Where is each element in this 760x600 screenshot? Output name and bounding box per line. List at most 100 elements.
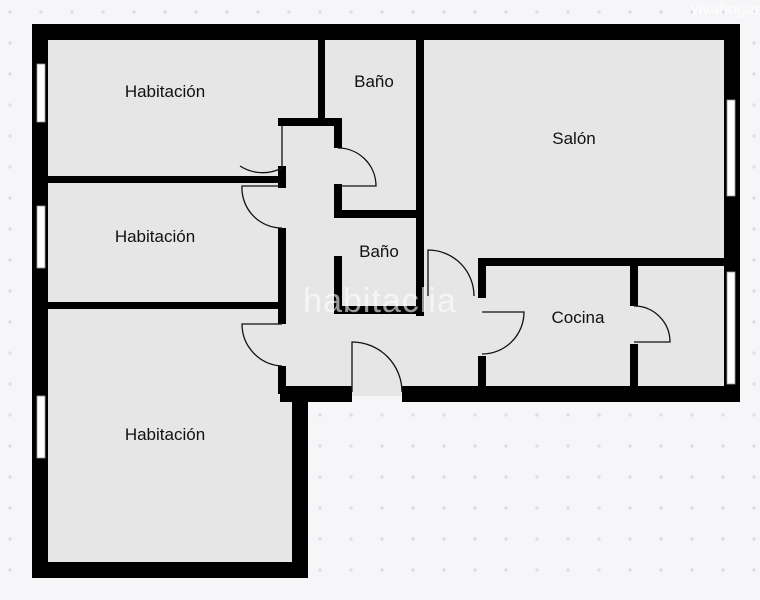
grid-mark — [628, 413, 632, 417]
wall-kitchen-left-upper — [478, 258, 486, 298]
grid-mark — [70, 10, 74, 14]
room-label-living-room: Salón — [552, 129, 595, 148]
wall-hall-bottom-left — [280, 386, 352, 402]
grid-mark — [380, 444, 384, 448]
wall-bottom-left — [32, 562, 308, 578]
grid-mark — [349, 413, 353, 417]
wall-bath1-right — [416, 40, 424, 316]
grid-mark — [752, 351, 756, 355]
grid-mark — [659, 537, 663, 541]
grid-mark — [535, 568, 539, 572]
grid-mark — [752, 289, 756, 293]
grid-mark — [473, 475, 477, 479]
grid-mark — [473, 10, 477, 14]
hall-floor-right — [420, 260, 482, 396]
wall-top — [32, 24, 740, 40]
bedroom-3-floor — [40, 306, 300, 570]
door-bathroom2 — [427, 249, 475, 297]
door-kitchen — [481, 311, 525, 355]
grid-mark — [597, 537, 601, 541]
wall-bath1-left-lower — [334, 118, 342, 148]
grid-mark — [349, 568, 353, 572]
grid-mark — [752, 444, 756, 448]
grid-mark — [442, 475, 446, 479]
grid-mark — [597, 444, 601, 448]
grid-mark — [535, 506, 539, 510]
grid-mark — [597, 413, 601, 417]
grid-mark — [721, 537, 725, 541]
grid-mark — [690, 444, 694, 448]
grid-mark — [101, 10, 105, 14]
grid-mark — [535, 413, 539, 417]
grid-mark — [566, 444, 570, 448]
room-label-bedroom-1: Habitación — [125, 82, 205, 101]
grid-mark — [8, 227, 12, 231]
doors — [239, 126, 671, 393]
grid-mark — [504, 10, 508, 14]
grid-mark — [318, 506, 322, 510]
grid-mark — [721, 506, 725, 510]
grid-mark — [349, 444, 353, 448]
grid-mark — [752, 382, 756, 386]
grid-mark — [380, 568, 384, 572]
grid-mark — [318, 10, 322, 14]
window-pantry — [726, 271, 736, 385]
grid-mark — [566, 537, 570, 541]
bathroom-2-floor — [336, 214, 420, 310]
wall-pantry-left-lower — [630, 344, 638, 390]
grid-mark — [411, 568, 415, 572]
grid-mark — [349, 506, 353, 510]
window-bedroom3 — [36, 395, 46, 459]
grid-mark — [318, 475, 322, 479]
grid-mark — [473, 537, 477, 541]
grid-mark — [628, 506, 632, 510]
grid-mark — [752, 196, 756, 200]
grid-mark — [535, 444, 539, 448]
wall-hall-left-c — [278, 366, 286, 394]
grid-mark — [752, 10, 756, 14]
grid-mark — [8, 444, 12, 448]
grid-mark — [442, 568, 446, 572]
grid-mark — [628, 10, 632, 14]
grid-mark — [39, 10, 43, 14]
grid-mark — [628, 568, 632, 572]
grid-mark — [690, 10, 694, 14]
grid-mark — [752, 568, 756, 572]
wall-pantry-left-upper — [630, 262, 638, 306]
grid-mark — [504, 475, 508, 479]
grid-mark — [473, 506, 477, 510]
grid-mark — [442, 506, 446, 510]
grid-mark — [535, 537, 539, 541]
grid-mark — [380, 537, 384, 541]
grid-mark — [659, 413, 663, 417]
door-pantry — [633, 305, 671, 343]
grid-mark — [287, 10, 291, 14]
grid-mark — [690, 537, 694, 541]
grid-mark — [628, 444, 632, 448]
grid-mark — [721, 10, 725, 14]
grid-mark — [690, 413, 694, 417]
grid-mark — [8, 258, 12, 262]
grid-mark — [752, 227, 756, 231]
watermark-center: habitaclia — [303, 282, 457, 320]
grid-mark — [8, 351, 12, 355]
wall-living-bottom — [478, 258, 732, 266]
grid-mark — [473, 413, 477, 417]
grid-mark — [318, 444, 322, 448]
grid-mark — [8, 196, 12, 200]
grid-mark — [411, 506, 415, 510]
grid-mark — [659, 568, 663, 572]
kitchen-floor — [482, 262, 634, 396]
wall-bath1-left-bottom — [334, 184, 342, 218]
grid-mark — [566, 475, 570, 479]
grid-mark — [473, 444, 477, 448]
grid-mark — [504, 537, 508, 541]
grid-mark — [8, 320, 12, 324]
grid-mark — [318, 568, 322, 572]
grid-mark — [132, 10, 136, 14]
grid-mark — [752, 413, 756, 417]
grid-mark — [8, 41, 12, 45]
grid-mark — [349, 537, 353, 541]
